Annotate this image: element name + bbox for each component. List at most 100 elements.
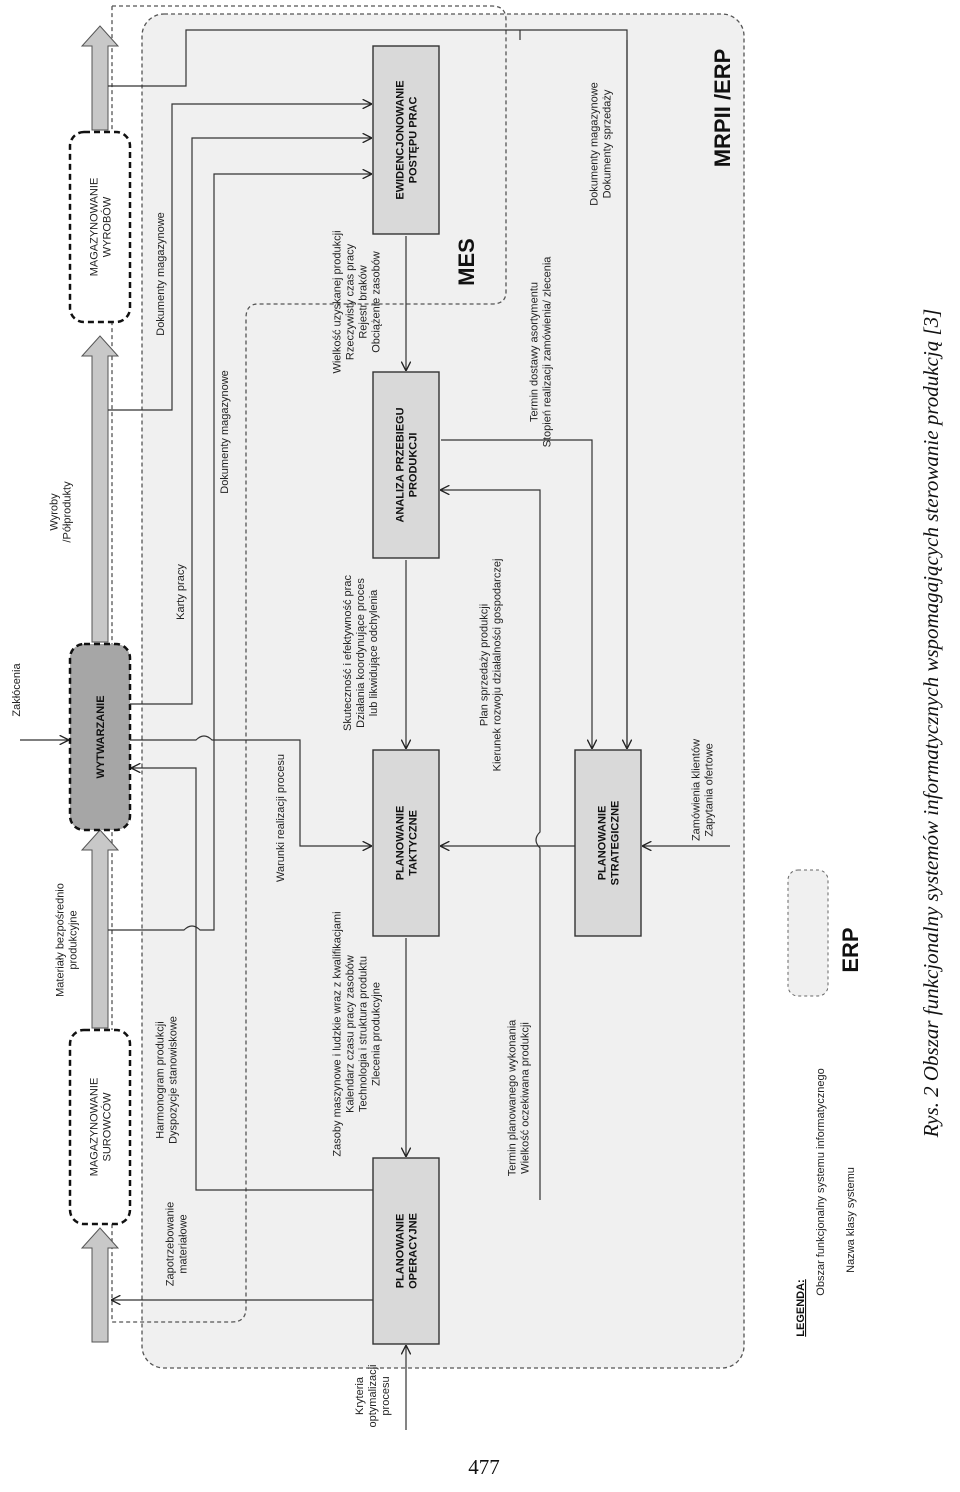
- dok-mag-1-line: Dokumenty magazynowe: [155, 212, 167, 336]
- wielkosc-label-line: Rzeczywisty czas pracy: [345, 243, 357, 360]
- legend-item1-line: Obszar funkcjonalny systemu informatyczn…: [815, 1068, 827, 1295]
- wytwarzanie-label-line: WYTWARZANIE: [95, 695, 107, 778]
- legend-item1: Obszar funkcjonalny systemu informatyczn…: [815, 1068, 827, 1295]
- zapotrzebowanie-label-line: Zapotrzebowanie: [165, 1202, 177, 1286]
- dok-mag-1: Dokumenty magazynowe: [155, 212, 167, 336]
- operacyjne-label-line: OPERACYJNE: [408, 1213, 420, 1289]
- legend-title-line: LEGENDA:: [795, 1279, 807, 1336]
- termin-planowanego-label-line: Wielkość oczekiwana produkcji: [520, 1022, 532, 1174]
- karty-label: Karty pracy: [175, 564, 187, 620]
- wytwarzanie-label: WYTWARZANIE: [95, 695, 107, 778]
- mag-surowcow-box: [68, 1028, 132, 1226]
- dok-mag-2-line: Dokumenty magazynowe: [219, 370, 231, 494]
- zasoby-label-line: Zlecenia produkcyjne: [371, 982, 383, 1086]
- legend-item2-line: Nazwa klasy systemu: [845, 1167, 857, 1273]
- zasoby-label: Zasoby maszynowe i ludzkie wraz z kwalif…: [332, 911, 383, 1156]
- material-flow-arrows: [80, 25, 120, 1343]
- zaklocenia-label-line: Zakłócenia: [11, 663, 23, 717]
- legend-item2: Nazwa klasy systemu: [845, 1167, 857, 1273]
- legend-title: LEGENDA:: [795, 1279, 807, 1336]
- zapotrzebowanie-label-line: materiałowe: [178, 1214, 190, 1273]
- legend-erp-line: ERP: [838, 927, 863, 972]
- warunki-label-line: Warunki realizacji procesu: [275, 754, 287, 882]
- termin-planowanego-label-line: Termin planowanego wykonania: [507, 1019, 519, 1176]
- legend-swatch: [787, 869, 829, 997]
- dok-mag-2: Dokumenty magazynowe: [219, 370, 231, 494]
- figure-caption-line: Rys. 2 Obszar funkcjonalny systemów info…: [919, 309, 943, 1139]
- wyroby-label-line: /Półprodukty: [62, 481, 74, 543]
- legend-erp: ERP: [838, 927, 863, 972]
- mag-wyrobow-label-line: WYROBÓW: [101, 196, 114, 257]
- mrp-erp-title: MRPII /ERP: [710, 49, 735, 168]
- ewidencjonowanie-label-line: EWIDENCJONOWANIE: [395, 80, 407, 199]
- strategiczne-box: [574, 749, 642, 937]
- taktyczne-label-line: TAKTYCZNE: [408, 810, 420, 876]
- mag-surowcow-label-line: MAGAZYNOWANIE: [89, 1078, 101, 1177]
- dok-sprzedazy-label-line: Dokumenty sprzedaży: [602, 89, 614, 198]
- kryteria-label-line: procesu: [380, 1376, 392, 1415]
- harmonogram-label-line: Dyspozycje stanowiskowe: [168, 1016, 180, 1144]
- wielkosc-label-line: Wielkość uzyskanej produkcji: [332, 230, 344, 373]
- wyroby-label: Wyroby/Półprodukty: [49, 481, 74, 543]
- skutecznosc-label-line: lub likwidujące odchylenia: [368, 589, 380, 716]
- wielkosc-label-line: Obciążenie zasobów: [371, 251, 383, 353]
- ewidencjonowanie-label-line: POSTĘPU PRAC: [408, 97, 420, 184]
- mag-wyrobow-box: [68, 130, 132, 324]
- analiza-label-line: ANALIZA PRZEBIEGU: [395, 407, 407, 522]
- mag-wyrobow-label-line: MAGAZYNOWANIE: [89, 178, 101, 277]
- mrp-erp-region: [141, 13, 745, 1369]
- termin-dostawy-label-line: Termin dostawy asortymentu: [529, 282, 541, 422]
- mes-title: MES: [454, 238, 479, 286]
- termin-dostawy-label-line: Stopień realizacji zamówienia/ zlecenia: [542, 256, 554, 448]
- analiza-label-line: PRODUKCJI: [408, 433, 420, 498]
- strategiczne-label-line: PLANOWANIE: [597, 806, 609, 881]
- mes-region: [111, 5, 507, 1323]
- analiza-box: [372, 371, 440, 559]
- page-number: 477: [468, 1455, 500, 1479]
- skutecznosc-label-line: Skuteczność i efektywność prac: [342, 575, 354, 731]
- warunki-label: Warunki realizacji procesu: [275, 754, 287, 882]
- zasoby-label-line: Kalendarz czasu pracy zasobów: [345, 955, 357, 1113]
- zasoby-label-line: Technologia i struktura produktu: [358, 956, 370, 1112]
- zamowienia-label-line: Zapytania ofertowe: [704, 743, 716, 837]
- kryteria-label-line: optymalizacji: [367, 1365, 379, 1428]
- plan-sprzedazy-label-line: Plan sprzedaży produkcji: [479, 604, 491, 726]
- karty-label-line: Karty pracy: [175, 564, 187, 620]
- zamowienia-label-line: Zamówienia klientów: [691, 739, 703, 841]
- operacyjne-box: [372, 1157, 440, 1345]
- wytwarzanie-box: [68, 642, 132, 832]
- operacyjne-label-line: PLANOWANIE: [395, 1214, 407, 1289]
- plan-sprzedazy-label-line: Kierunek rozwoju działalności gospodarcz…: [492, 559, 504, 772]
- mrp-erp-title-line: MRPII /ERP: [710, 49, 735, 168]
- skutecznosc-label-line: Działania koordynujące proces: [355, 578, 367, 728]
- ewidencjonowanie-box: [372, 45, 440, 235]
- connectors: [20, 29, 730, 1430]
- page-number-line: 477: [468, 1455, 500, 1479]
- wielkosc-label-line: Rejestr braków: [358, 265, 370, 338]
- taktyczne-label-line: PLANOWANIE: [395, 806, 407, 881]
- kryteria-label-line: Kryteria: [354, 1376, 366, 1415]
- wyroby-label-line: Wyroby: [49, 493, 61, 531]
- materialy-label-line: produkcyjne: [68, 910, 80, 969]
- taktyczne-box: [372, 749, 440, 937]
